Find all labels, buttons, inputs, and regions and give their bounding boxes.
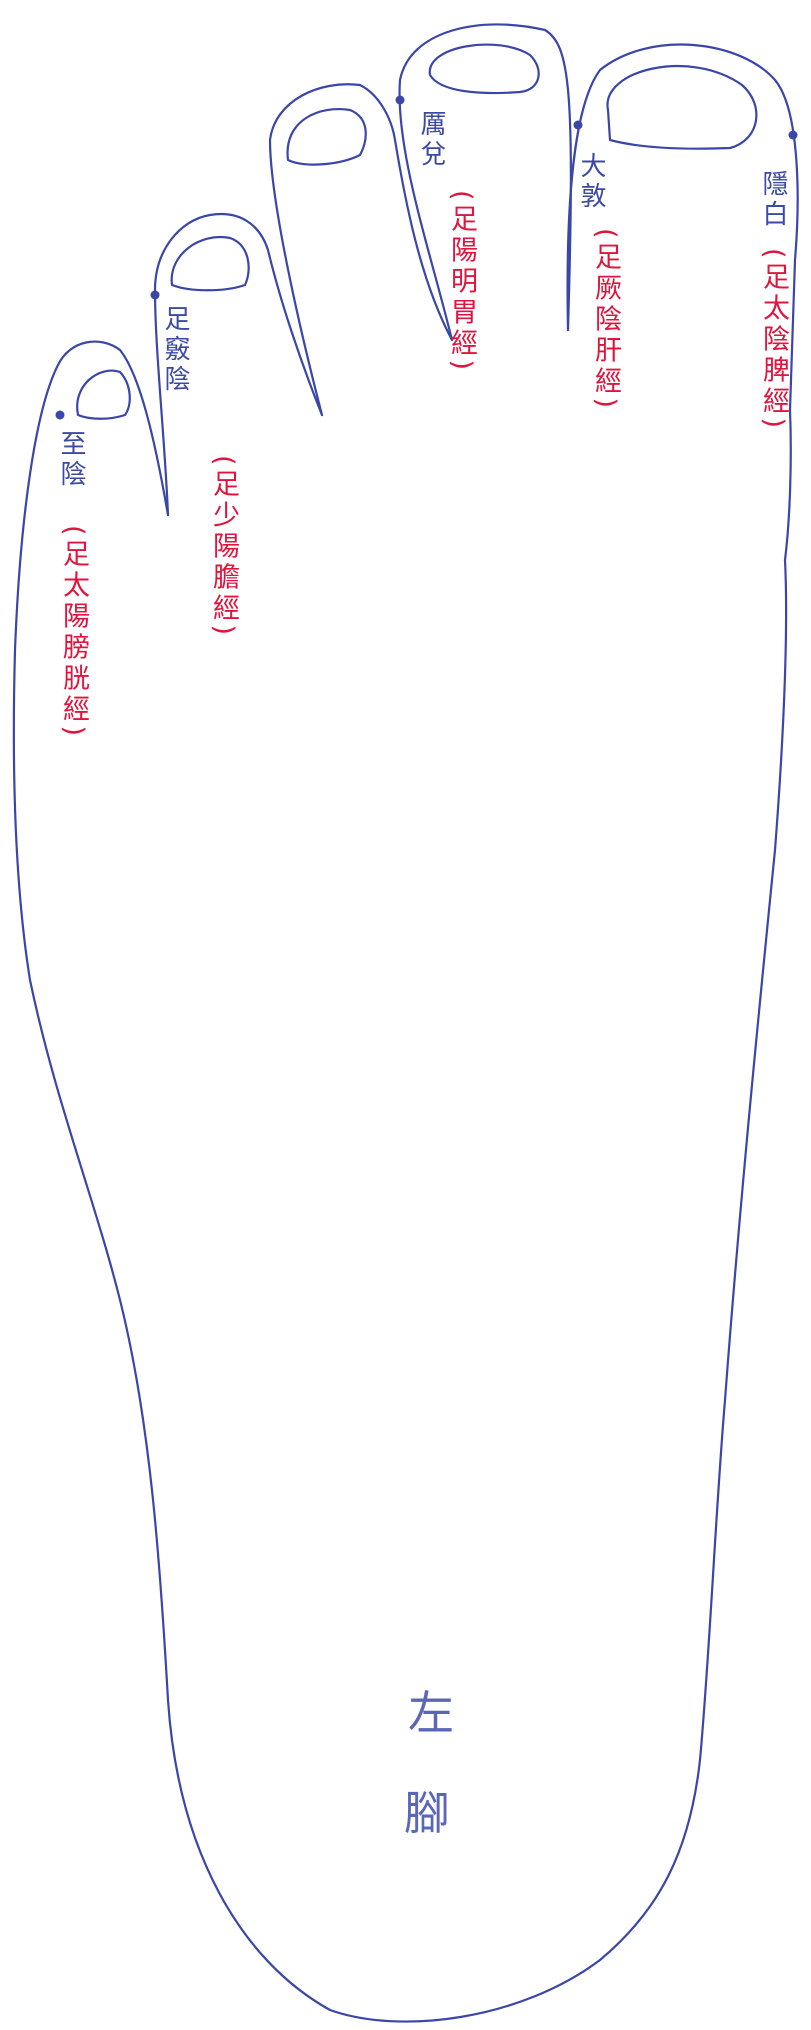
point-name-lidui: 厲兌	[416, 110, 446, 170]
meridian-label-dadun: (足厥陰肝經)	[590, 228, 621, 413]
second-toe-outline	[398, 23, 572, 342]
point-dot-dadun	[573, 120, 583, 130]
point-dot-zhiyin	[55, 410, 65, 420]
point-dot-lidui	[395, 95, 405, 105]
meridian-label-zuqiaoyin: (足少陽膽經)	[208, 455, 239, 640]
second-toe-nail	[428, 43, 540, 95]
point-dot-yinbai	[788, 130, 798, 140]
meridian-label-yinbai: (足太陰脾經)	[758, 248, 789, 433]
point-name-dadun: 大敦	[576, 152, 606, 212]
meridian-label-zhiyin: (足太陽膀胱經)	[58, 525, 89, 741]
point-dot-zuqiaoyin	[150, 290, 160, 300]
third-toe-nail	[286, 108, 367, 166]
fourth-toe-outline	[153, 212, 324, 517]
foot-char-label: 腳	[404, 1786, 450, 1840]
point-name-zhiyin: 至陰	[56, 430, 86, 490]
fourth-toe-nail	[170, 235, 250, 292]
foot-side-label: 左	[408, 1686, 454, 1740]
point-name-yinbai: 隱白	[758, 170, 788, 230]
meridian-label-lidui: (足陽明胃經)	[446, 190, 477, 375]
little-toe-nail	[76, 369, 131, 420]
third-toe-outline	[268, 83, 454, 417]
big-toe-outline	[566, 43, 799, 562]
foot-outline	[12, 340, 788, 2023]
point-name-zuqiaoyin: 足竅陰	[160, 305, 190, 395]
big-toe-nail	[606, 65, 758, 150]
